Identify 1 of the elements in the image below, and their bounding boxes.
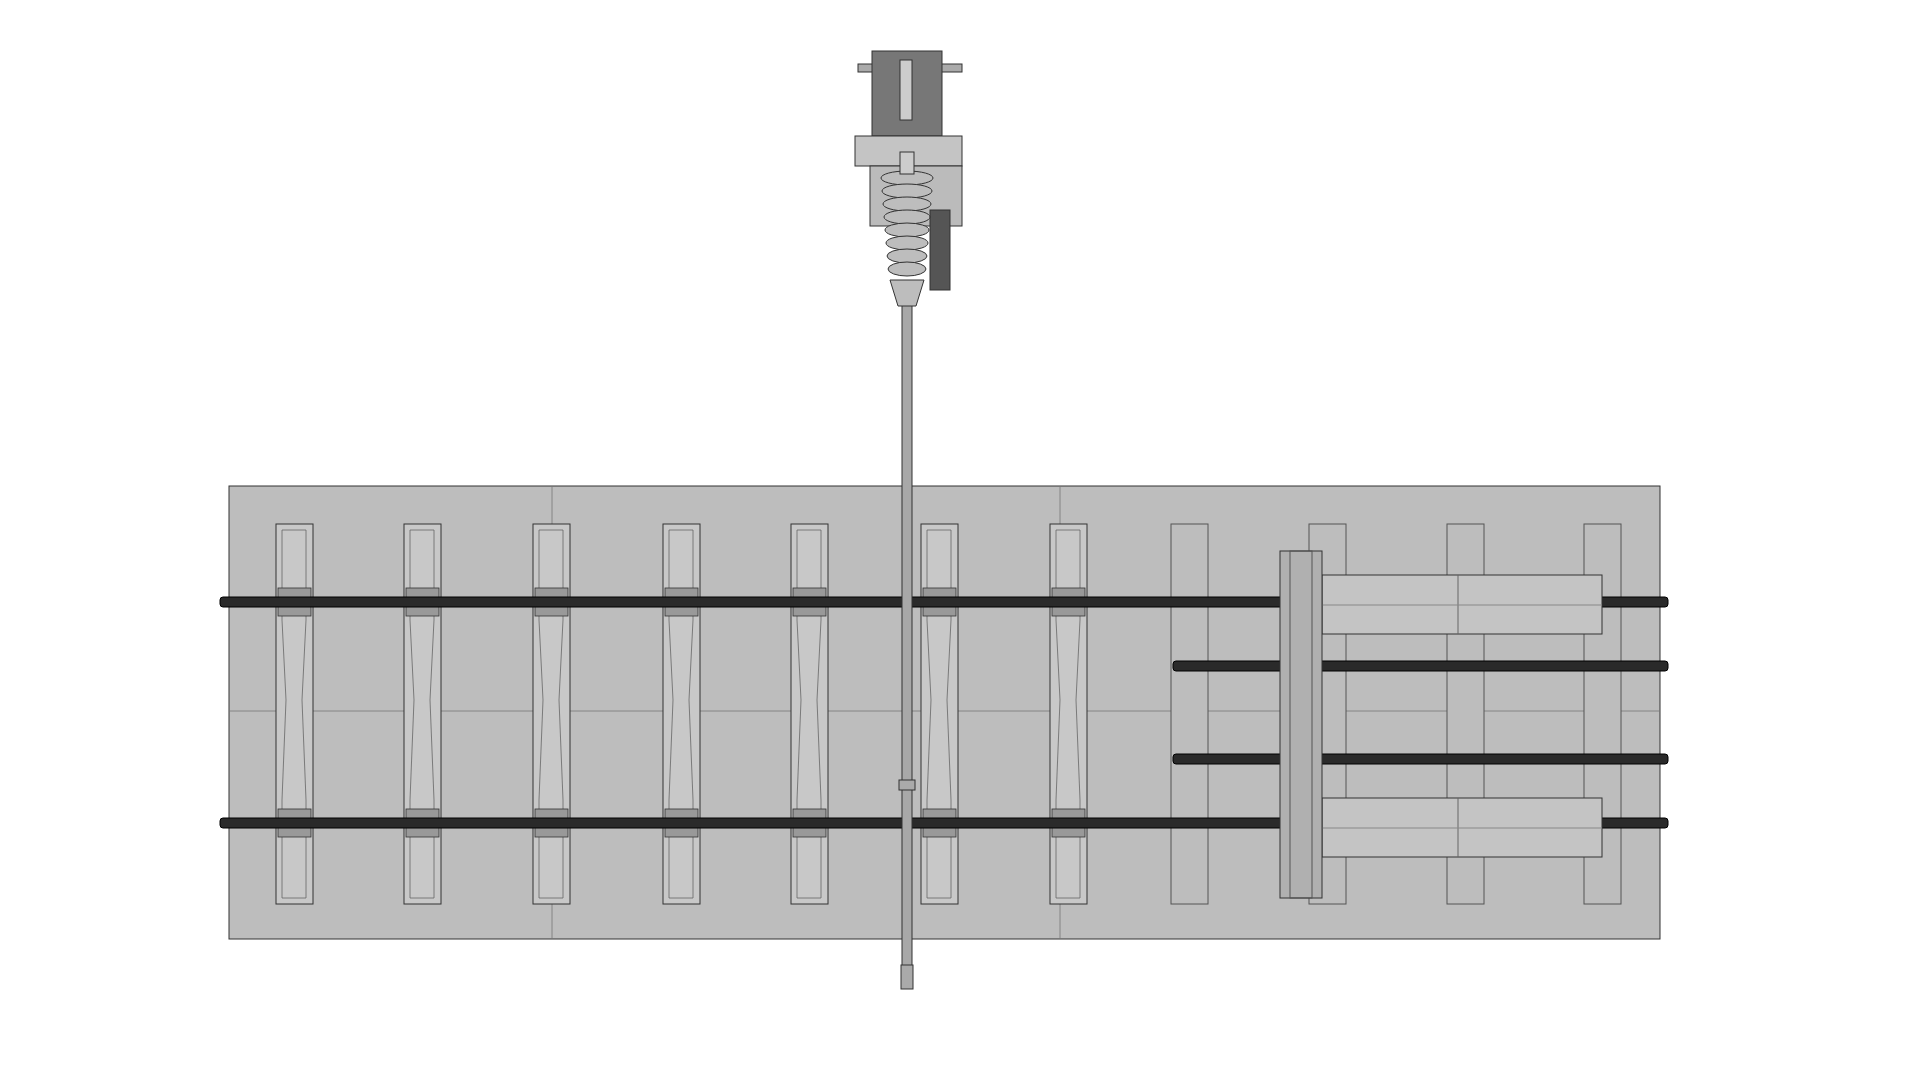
- railway-track-drawing: [219, 50, 1669, 990]
